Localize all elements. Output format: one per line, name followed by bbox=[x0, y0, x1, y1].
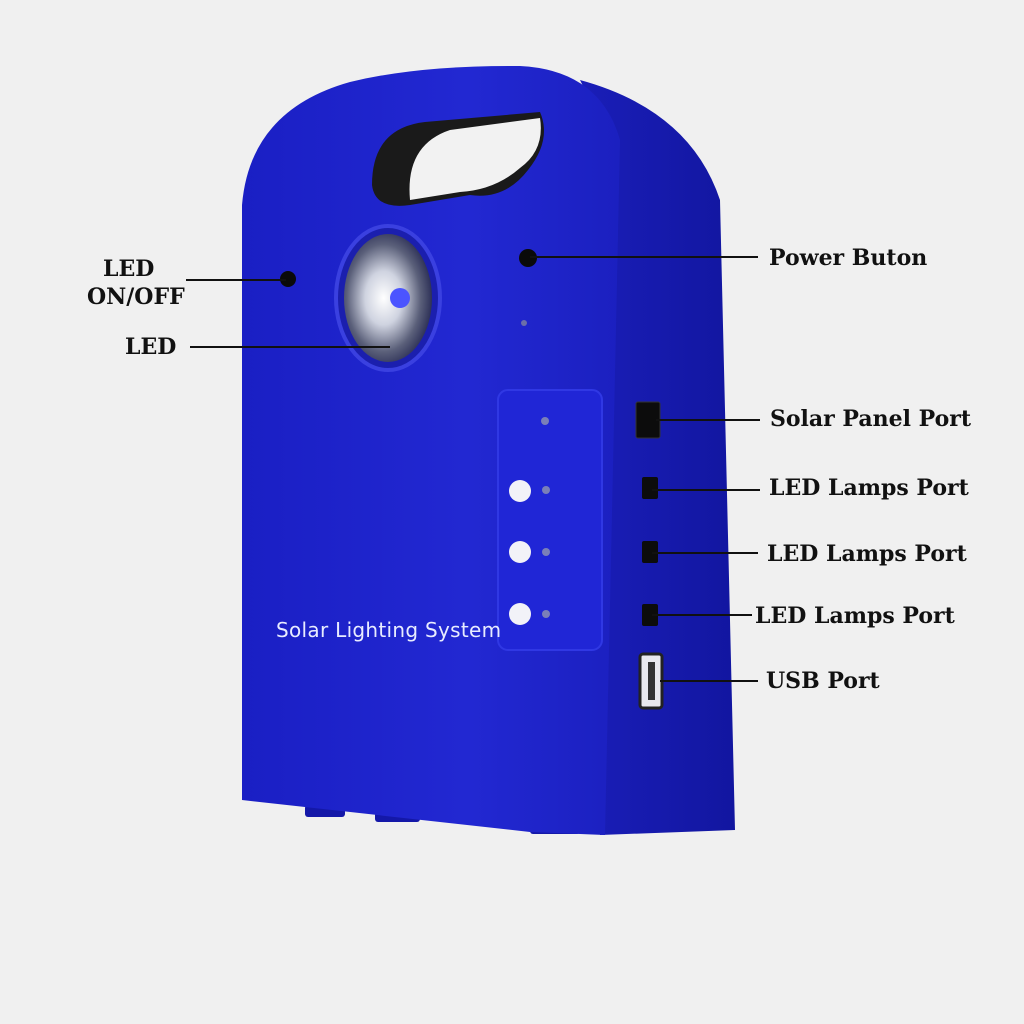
leader-led-lamps-port-3 bbox=[652, 614, 752, 616]
led-lamps-port-2 bbox=[642, 541, 658, 563]
leader-usb-port bbox=[660, 680, 758, 682]
callout-led-lamps-port-3: LED Lamps Port bbox=[755, 603, 955, 629]
callout-led-on-off-line2: ON/OFF bbox=[87, 284, 185, 310]
callout-solar-panel-port: Solar Panel Port bbox=[770, 406, 972, 432]
brand-text: Solar Lighting System bbox=[276, 618, 502, 642]
callout-led-lamps-port-1: LED Lamps Port bbox=[769, 475, 969, 501]
callout-led-on-off-line1: LED bbox=[103, 256, 155, 282]
leader-power-button bbox=[530, 256, 758, 258]
lamp-indicator-led-3 bbox=[542, 610, 550, 618]
lamp-button-1 bbox=[509, 480, 531, 502]
usb-port-tongue bbox=[648, 662, 655, 700]
leader-led-lamps-port-1 bbox=[652, 489, 760, 491]
led-bulb bbox=[390, 288, 410, 308]
lamp-indicator-led-1 bbox=[542, 486, 550, 494]
callout-led-lamps-port-2: LED Lamps Port bbox=[767, 541, 967, 567]
lamp-indicator-led-2 bbox=[542, 548, 550, 556]
led-lamps-port-3 bbox=[642, 604, 658, 626]
lamp-button-2 bbox=[509, 541, 531, 563]
callout-led: LED bbox=[125, 334, 177, 360]
leader-led-on-off bbox=[186, 279, 286, 281]
led-on-off-button bbox=[280, 271, 296, 287]
indicator-panel bbox=[497, 389, 603, 651]
callout-usb-port: USB Port bbox=[766, 668, 880, 694]
solar-indicator-led bbox=[541, 417, 549, 425]
leader-solar-panel-port bbox=[656, 419, 760, 421]
handle-inner-highlight bbox=[409, 118, 541, 200]
leader-led bbox=[190, 346, 390, 348]
callout-power-button: Power Buton bbox=[769, 245, 928, 271]
device-side-panel bbox=[580, 80, 735, 835]
lamp-button-3 bbox=[509, 603, 531, 625]
power-button-dot bbox=[519, 249, 537, 267]
leader-led-lamps-port-2 bbox=[652, 552, 758, 554]
led-lens bbox=[344, 234, 432, 362]
led-lamps-port-1 bbox=[642, 477, 658, 499]
indicator-pinhole bbox=[521, 320, 527, 326]
